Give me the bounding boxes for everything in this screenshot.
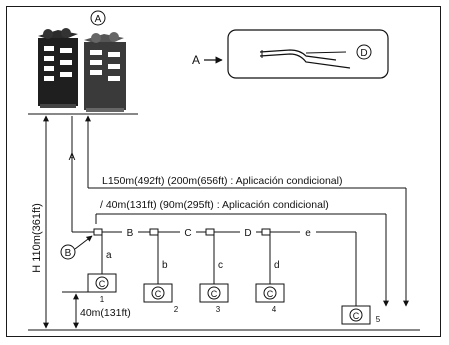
- svg-text:C: C: [211, 289, 218, 299]
- svg-text:C: C: [184, 228, 191, 239]
- svg-text:c: c: [218, 260, 223, 271]
- svg-text:1: 1: [100, 295, 105, 304]
- svg-text:D: D: [244, 228, 251, 239]
- indoor-drops: a b c d: [101, 235, 280, 284]
- indoor-unit: C 2: [143, 283, 179, 314]
- branch-joint-label: B: [60, 235, 93, 260]
- svg-text:4: 4: [272, 305, 277, 314]
- svg-text:A: A: [69, 152, 76, 163]
- outdoor-unit-label: A: [90, 10, 106, 26]
- svg-text:40m(131ft): 40m(131ft): [80, 307, 131, 319]
- svg-text:C: C: [353, 311, 360, 321]
- distribution-pipe: B C D e: [93, 228, 357, 306]
- svg-text:b: b: [162, 260, 168, 271]
- diagram-frame: [6, 6, 441, 337]
- length-dimension: L150m(492ft) (200m(656ft) : Aplicación c…: [85, 115, 409, 307]
- svg-text:A: A: [95, 14, 102, 25]
- svg-text:/ 40m(131ft) (90m(295ft) : Apl: / 40m(131ft) (90m(295ft) : Aplicación co…: [100, 199, 329, 211]
- indoor-height-dimension: 40m(131ft): [62, 291, 131, 329]
- svg-text:2: 2: [174, 305, 179, 314]
- svg-text:C: C: [267, 289, 274, 299]
- svg-text:a: a: [106, 250, 112, 261]
- svg-text:3: 3: [216, 305, 221, 314]
- svg-text:B: B: [65, 248, 72, 259]
- svg-text:d: d: [274, 260, 280, 271]
- indoor-unit: C 5: [341, 305, 381, 325]
- svg-text:5: 5: [376, 315, 381, 324]
- svg-text:C: C: [99, 279, 106, 289]
- svg-text:H 110m(361ft): H 110m(361ft): [31, 203, 43, 273]
- svg-text:e: e: [305, 228, 311, 239]
- indoor-unit: C 4: [255, 283, 285, 314]
- height-dimension: H 110m(361ft): [31, 115, 49, 329]
- outdoor-unit-right: [84, 32, 126, 112]
- svg-text:D: D: [360, 48, 367, 59]
- indoor-unit: C 3: [199, 283, 229, 314]
- branch-length-dimension: / 40m(131ft) (90m(295ft) : Aplicación co…: [95, 199, 389, 307]
- outdoor-unit-left: [38, 28, 78, 108]
- pipe-callout: A D: [192, 29, 389, 79]
- svg-text:C: C: [155, 289, 162, 299]
- svg-text:B: B: [127, 228, 134, 239]
- indoor-unit: C 1: [87, 273, 117, 304]
- svg-text:L150m(492ft) (200m(656ft) : Ap: L150m(492ft) (200m(656ft) : Aplicación c…: [102, 175, 342, 187]
- main-pipe: A: [69, 116, 94, 233]
- svg-text:A: A: [192, 53, 200, 67]
